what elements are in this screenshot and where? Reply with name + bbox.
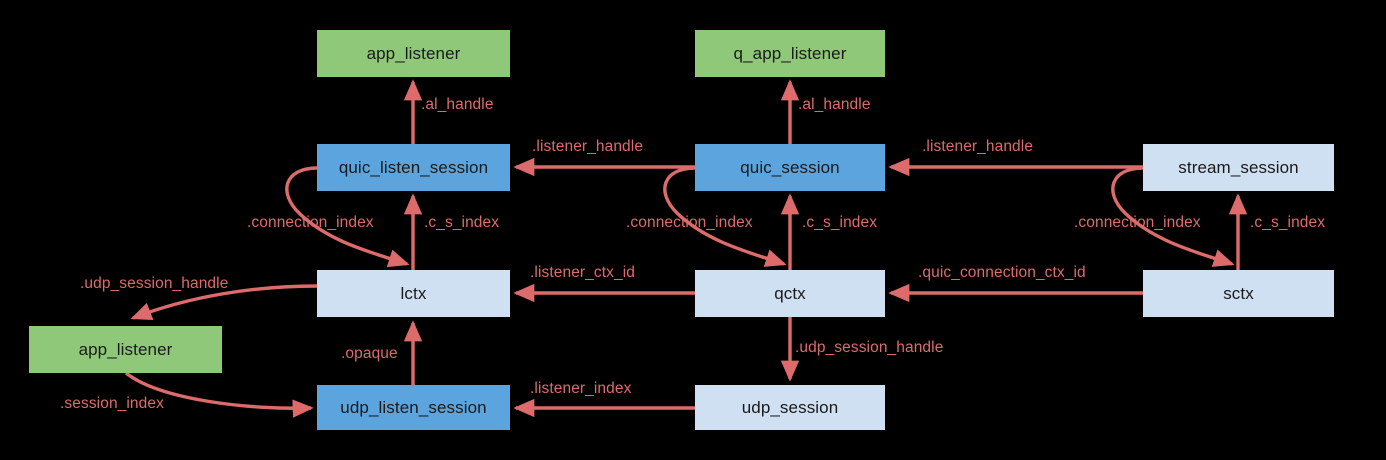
edge-label-c-s-index-left: .c_s_index	[424, 214, 500, 231]
edge-label-quic-connection-ctx-id: .quic_connection_ctx_id	[918, 264, 1086, 281]
edge-label-c-s-index-right: .c_s_index	[1250, 214, 1326, 231]
edge-label-connection-index-middle: .connection_index	[626, 214, 753, 231]
node-stream-session[interactable]: stream_session	[1143, 144, 1334, 191]
edge-label-listener-handle-right: .listener_handle	[922, 138, 1034, 155]
node-udp-session[interactable]: udp_session	[695, 385, 885, 430]
node-label: lctx	[400, 283, 427, 303]
edge-label-listener-index: .listener_index	[530, 380, 632, 397]
node-label: qctx	[774, 283, 806, 303]
node-qctx[interactable]: qctx	[695, 270, 885, 317]
node-lctx[interactable]: lctx	[317, 270, 510, 317]
node-label: quic_listen_session	[338, 157, 489, 177]
edge-label-opaque: .opaque	[341, 345, 398, 362]
node-app-listener-top[interactable]: app_listener	[317, 30, 510, 77]
node-label: udp_session	[741, 397, 839, 417]
edge-label-udp-session-handle-middle: .udp_session_handle	[795, 339, 944, 356]
node-q-app-listener[interactable]: q_app_listener	[695, 30, 885, 77]
node-quic-session[interactable]: quic_session	[695, 144, 885, 191]
node-label: app_listener	[78, 339, 173, 359]
edge-label-connection-index-right: .connection_index	[1074, 214, 1201, 231]
edge-label-listener-ctx-id: .listener_ctx_id	[530, 264, 635, 281]
edge-label-session-index: .session_index	[60, 395, 164, 412]
edge-label-al-handle-left: .al_handle	[421, 96, 494, 113]
edge-label-listener-handle-left: .listener_handle	[532, 138, 644, 155]
node-label: stream_session	[1178, 157, 1299, 177]
node-app-listener-bottom[interactable]: app_listener	[29, 326, 222, 373]
edge-label-al-handle-right: .al_handle	[798, 96, 871, 113]
node-label: quic_session	[740, 157, 840, 177]
node-label: udp_listen_session	[340, 397, 487, 417]
edge-label-udp-session-handle-left: .udp_session_handle	[80, 275, 229, 292]
node-label: sctx	[1223, 283, 1254, 303]
node-label: q_app_listener	[733, 43, 847, 63]
edge-label-c-s-index-middle: .c_s_index	[802, 214, 878, 231]
node-quic-listen-session[interactable]: quic_listen_session	[317, 144, 510, 191]
node-sctx[interactable]: sctx	[1143, 270, 1334, 317]
edge-label-connection-index-left: .connection_index	[247, 214, 374, 231]
node-label: app_listener	[366, 43, 461, 63]
node-udp-listen-session[interactable]: udp_listen_session	[317, 385, 510, 430]
